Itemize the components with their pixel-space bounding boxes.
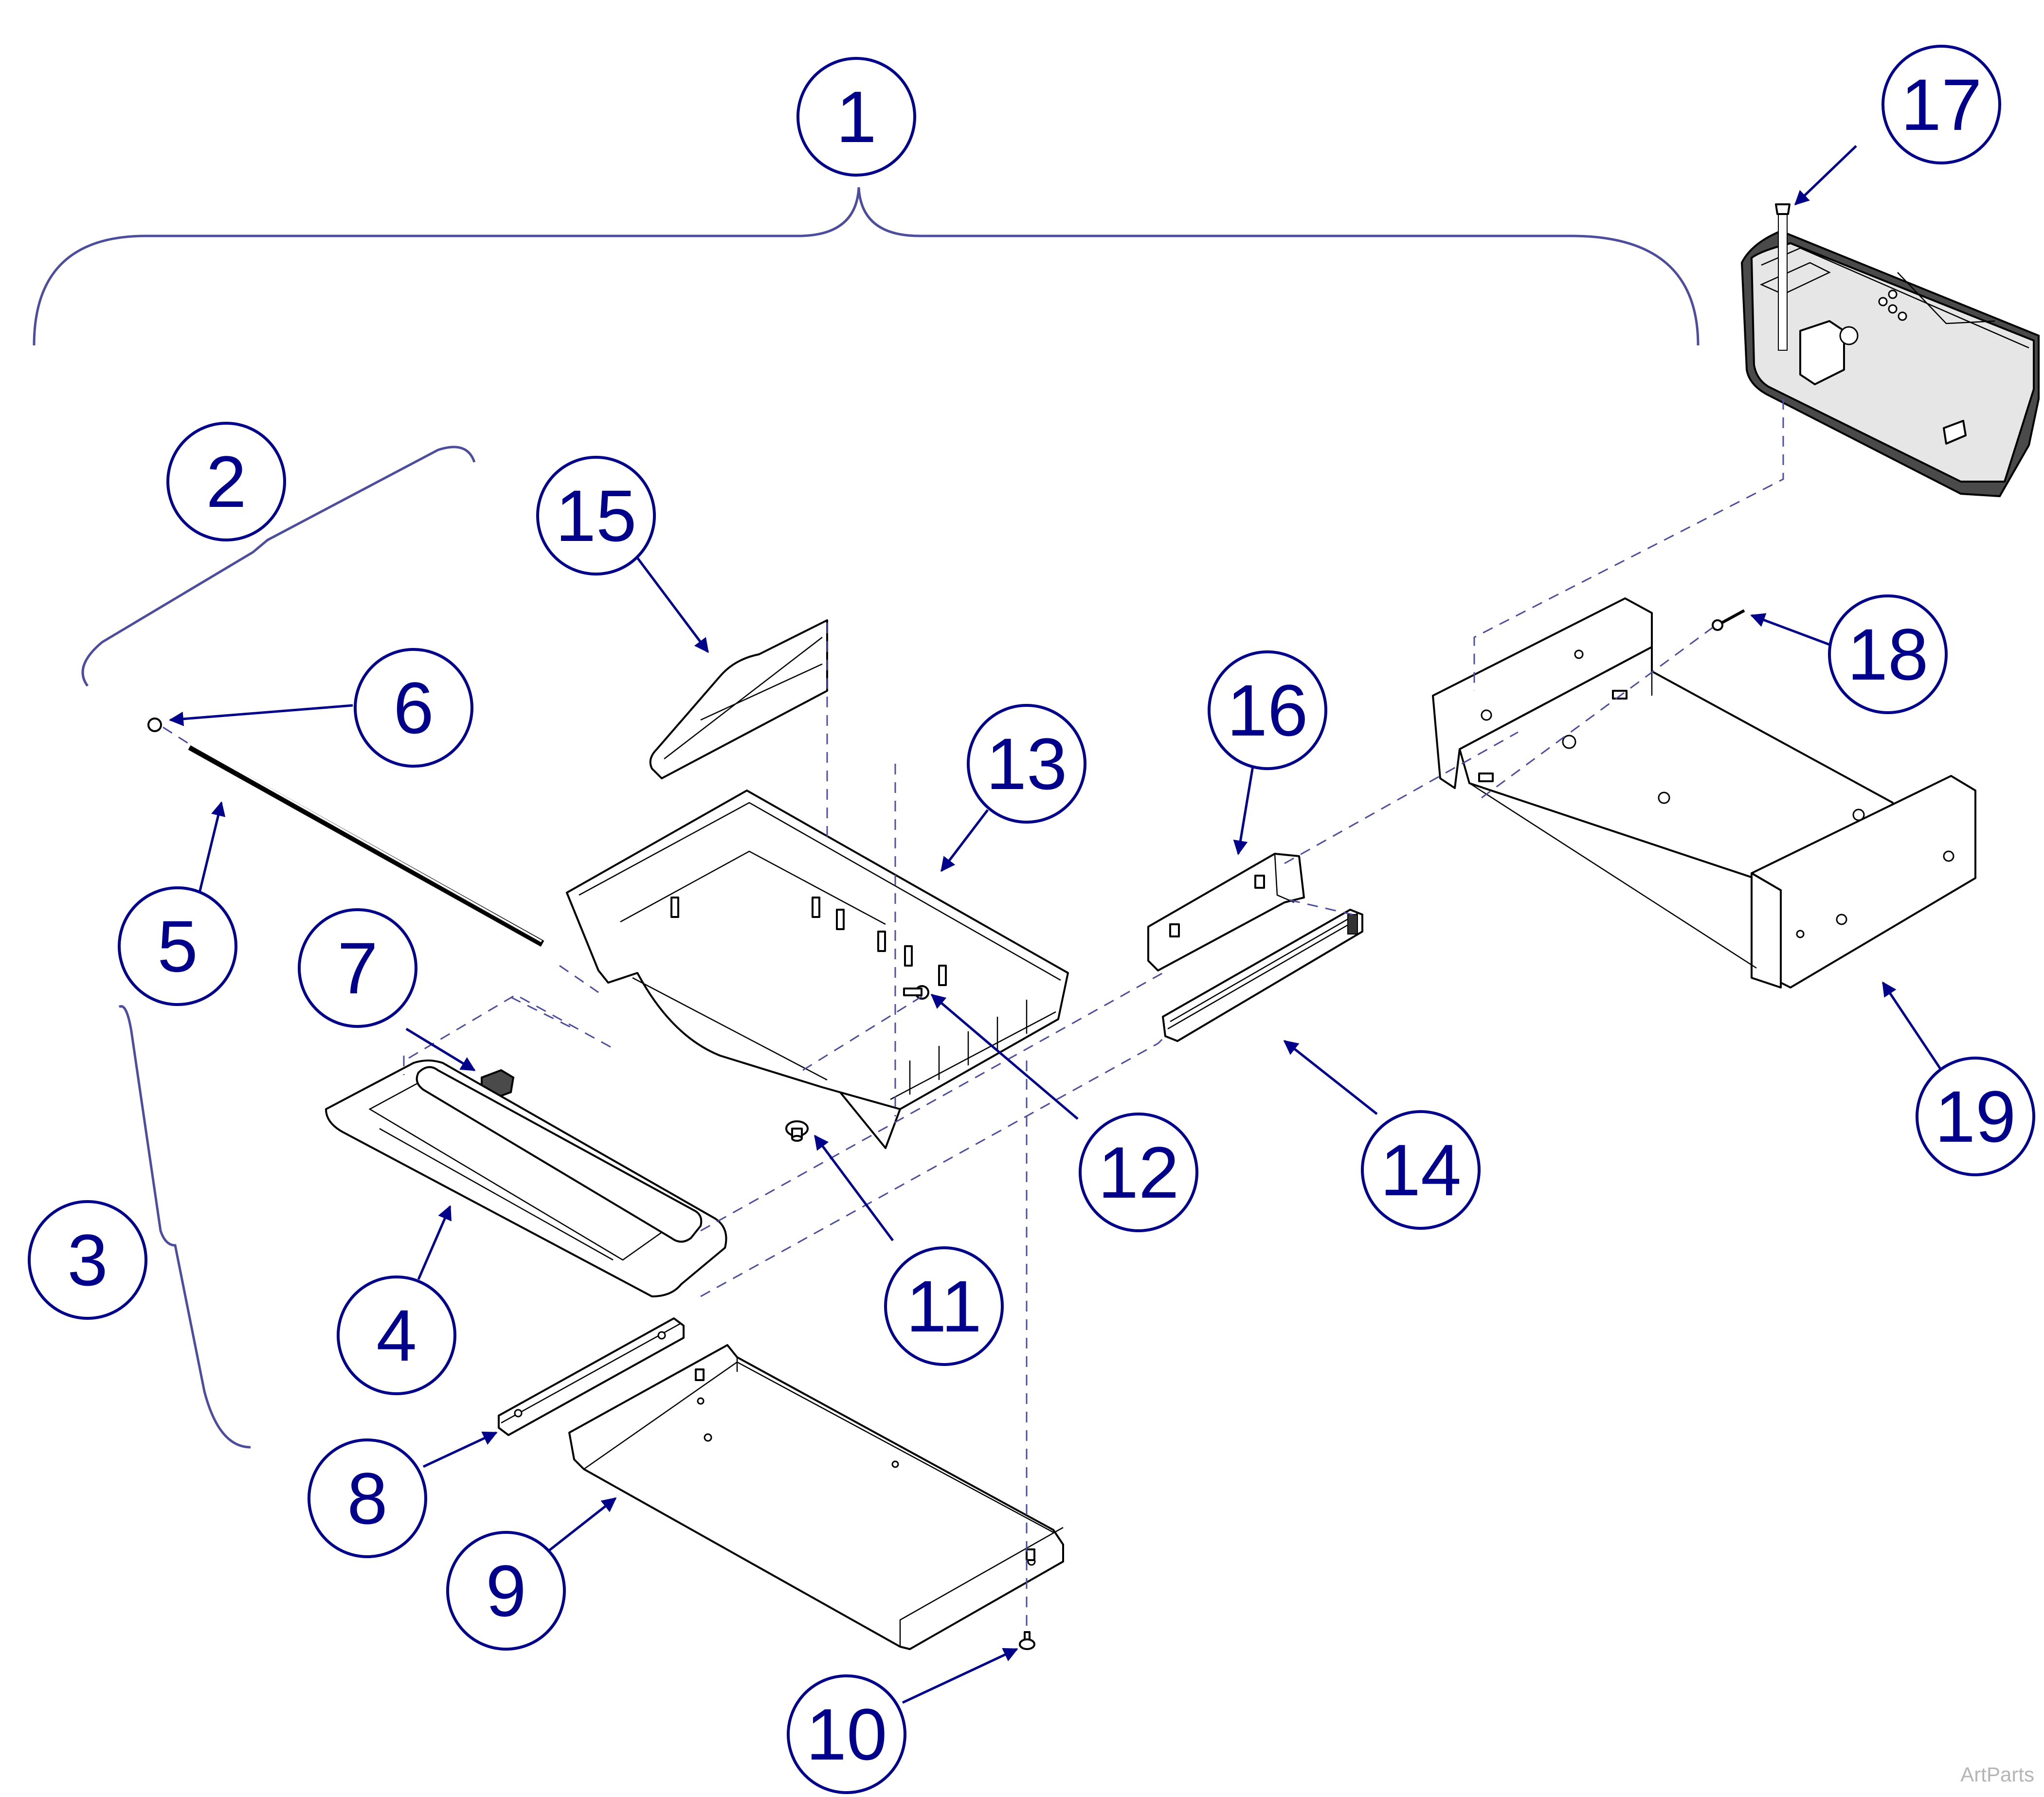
callout-8: 8 [308, 1438, 427, 1558]
callout-label-16: 16 [1227, 669, 1308, 751]
callout-13: 13 [967, 704, 1086, 824]
callout-label-19: 19 [1935, 1076, 2016, 1157]
callout-10: 10 [787, 1674, 906, 1794]
callout-15: 15 [536, 456, 656, 575]
callout-label-8: 8 [347, 1457, 387, 1539]
callout-label-13: 13 [986, 723, 1067, 805]
drawer-body [566, 790, 1069, 1149]
callout-6: 6 [354, 648, 473, 768]
callout-17: 17 [1881, 45, 2001, 164]
callout-label-17: 17 [1901, 64, 1982, 145]
divider-panel [649, 619, 828, 779]
slide-rail [1162, 909, 1363, 1042]
screw-12 [903, 985, 929, 1000]
pivot-pin [1712, 609, 1745, 631]
bracket-assembly-2 [81, 446, 476, 687]
callout-label-2: 2 [206, 441, 246, 522]
callout-label-7: 7 [337, 927, 378, 1009]
watermark: ArtParts [1960, 1763, 2034, 1786]
drawer-front [325, 1060, 727, 1297]
callout-12: 12 [1079, 1113, 1198, 1232]
bottom-screw [1019, 1631, 1035, 1650]
retaining-clip [147, 718, 162, 732]
callout-1: 1 [796, 57, 916, 177]
callout-19: 19 [1916, 1057, 2035, 1176]
rod [188, 743, 544, 947]
side-rail [498, 1317, 685, 1436]
callout-label-18: 18 [1847, 613, 1929, 695]
callout-2: 2 [166, 422, 286, 541]
cabinet-corner-inset [1740, 203, 2040, 498]
callout-label-6: 6 [393, 667, 434, 749]
callout-label-12: 12 [1098, 1132, 1179, 1213]
callout-7: 7 [298, 908, 417, 1028]
callout-label-15: 15 [556, 475, 637, 557]
callout-11: 11 [884, 1246, 1004, 1366]
bracket-assembly-3 [118, 1005, 251, 1449]
leader-lines [169, 145, 1943, 1704]
callout-label-5: 5 [157, 905, 198, 987]
callout-label-11: 11 [906, 1265, 982, 1347]
callout-4: 4 [337, 1276, 456, 1395]
callout-label-1: 1 [836, 76, 876, 158]
callout-label-3: 3 [67, 1219, 108, 1301]
callout-label-4: 4 [376, 1294, 416, 1376]
bracket-assembly-1 [33, 187, 1700, 346]
callout-label-9: 9 [486, 1550, 526, 1632]
callout-label-14: 14 [1380, 1129, 1462, 1211]
thumb-screw [785, 1120, 809, 1142]
callout-16: 16 [1208, 650, 1327, 770]
callout-9: 9 [446, 1531, 566, 1651]
drawer-housing [1432, 597, 1976, 988]
callout-5: 5 [118, 886, 237, 1006]
callout-18: 18 [1828, 594, 1948, 714]
callout-14: 14 [1361, 1110, 1481, 1230]
assembly-lines [163, 399, 1784, 1630]
callout-label-10: 10 [806, 1693, 887, 1775]
callout-3: 3 [28, 1200, 147, 1320]
mounting-bracket [1147, 853, 1305, 971]
bottom-pan [568, 1344, 1064, 1650]
